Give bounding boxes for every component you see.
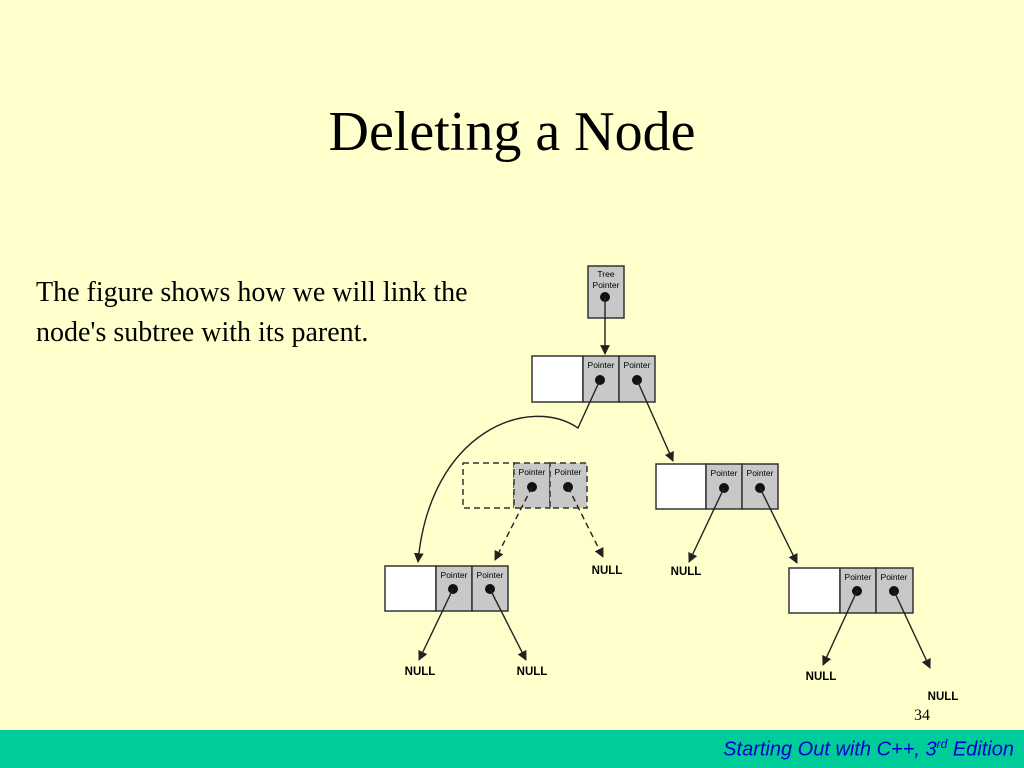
arrow-deleted-left-dashed: [494, 486, 533, 561]
deleted-left-pointer-label: Pointer: [519, 467, 546, 477]
null-label-subtree-left: NULL: [405, 666, 436, 678]
null-label-grandchild-right: NULL: [928, 691, 959, 703]
tree-pointer-label-line2: Pointer: [593, 280, 620, 290]
right-child-right-pointer-label: Pointer: [747, 468, 774, 478]
right-child-node: Pointer Pointer: [655, 463, 779, 510]
null-label-right-child-left: NULL: [671, 566, 702, 578]
right-child-left-pointer-label: Pointer: [711, 468, 738, 478]
arrow-root-to-right-child: [636, 379, 674, 462]
body-text: The figure shows how we will link the no…: [36, 277, 468, 348]
root-right-pointer-label: Pointer: [624, 360, 651, 370]
arrow-deleted-right-dashed: [567, 486, 604, 558]
footer-superscript: rd: [936, 737, 948, 751]
page-number: 34: [914, 707, 930, 724]
subtree-right-pointer-label: Pointer: [477, 570, 504, 580]
right-grandchild-node: Pointer Pointer: [788, 567, 914, 614]
subtree-node: Pointer Pointer: [384, 565, 509, 612]
null-label-deleted-right: NULL: [592, 565, 623, 577]
subtree-left-pointer-label: Pointer: [441, 570, 468, 580]
footer-text: Starting Out with C++, 3rd Edition: [723, 737, 1014, 762]
arrow-grandchild-left: [822, 590, 858, 666]
footer-prefix: Starting Out with C++, 3: [723, 738, 937, 761]
null-label-subtree-right: NULL: [517, 666, 548, 678]
footer-suffix: Edition: [947, 738, 1014, 761]
arrow-root-to-subtree: [413, 379, 601, 563]
slide-title: Deleting a Node: [328, 101, 696, 163]
arrow-subtree-left: [418, 588, 454, 661]
tree-pointer-label-line1: Tree: [597, 269, 614, 279]
tree-diagram: Tree Pointer Pointer Pointer Pointer Poi…: [384, 265, 959, 703]
footer-bar: Starting Out with C++, 3rd Edition: [0, 730, 1024, 768]
deleted-right-pointer-label: Pointer: [555, 467, 582, 477]
root-node: Pointer Pointer: [531, 355, 656, 403]
null-label-grandchild-left: NULL: [806, 671, 837, 683]
arrow-right-child-right: [759, 487, 798, 564]
tree-pointer-box: Tree Pointer: [587, 265, 625, 319]
arrow-subtree-right: [489, 588, 527, 661]
arrow-grandchild-right: [893, 590, 931, 669]
grandchild-right-pointer-label: Pointer: [881, 572, 908, 582]
grandchild-left-pointer-label: Pointer: [845, 572, 872, 582]
arrow-right-child-left: [688, 487, 725, 563]
root-left-pointer-label: Pointer: [588, 360, 615, 370]
deleted-node: Pointer Pointer: [462, 462, 588, 509]
